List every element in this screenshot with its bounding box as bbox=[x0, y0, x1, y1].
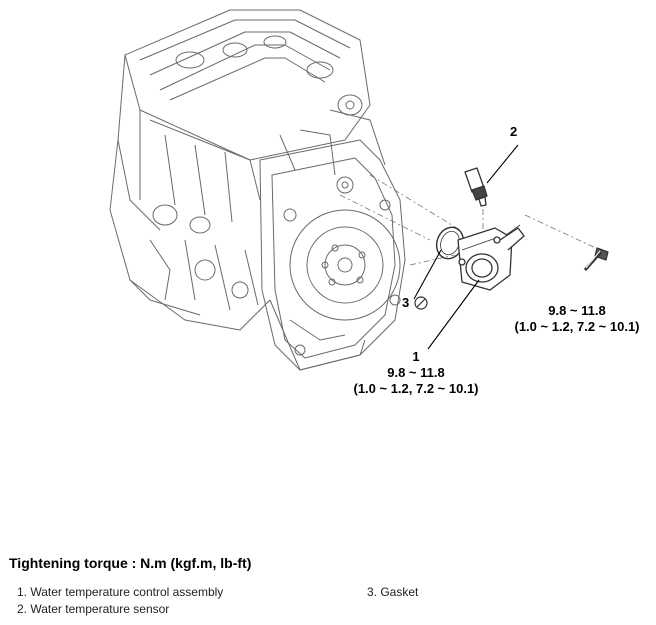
bolt-torque-alt: (1.0 ~ 1.2, 7.2 ~ 10.1) bbox=[514, 319, 640, 334]
do-not-reuse-icon bbox=[414, 296, 428, 310]
water-temp-sensor-part bbox=[464, 167, 488, 207]
callout-1-torque: 9.8 ~ 11.8 bbox=[387, 365, 445, 380]
callout-1-torque-alt: (1.0 ~ 1.2, 7.2 ~ 10.1) bbox=[353, 381, 479, 396]
callout-1-number: 1 bbox=[412, 349, 420, 364]
bolt-torque: 9.8 ~ 11.8 bbox=[548, 303, 606, 318]
engine-block bbox=[109, 9, 406, 371]
legend-title: Tightening torque : N.m (kgf.m, lb-ft) bbox=[9, 555, 252, 571]
legend-item-1: 1. Water temperature control assembly bbox=[17, 585, 224, 599]
callout-1-group: 1 9.8 ~ 11.8 (1.0 ~ 1.2, 7.2 ~ 10.1) bbox=[345, 349, 487, 397]
callout-3-number: 3 bbox=[402, 295, 410, 310]
assembly-dashed-lines bbox=[339, 174, 601, 266]
callout-2-number: 2 bbox=[510, 124, 518, 139]
legend-item-2: 2. Water temperature sensor bbox=[17, 602, 170, 616]
engine-exploded-diagram bbox=[109, 9, 609, 371]
bolt-torque-group: 9.8 ~ 11.8 (1.0 ~ 1.2, 7.2 ~ 10.1) bbox=[507, 303, 647, 335]
bolt-part bbox=[583, 247, 609, 271]
legend-item-3: 3. Gasket bbox=[367, 585, 419, 599]
water-temp-control-assembly-part bbox=[457, 224, 525, 291]
leader-lines bbox=[413, 144, 519, 350]
